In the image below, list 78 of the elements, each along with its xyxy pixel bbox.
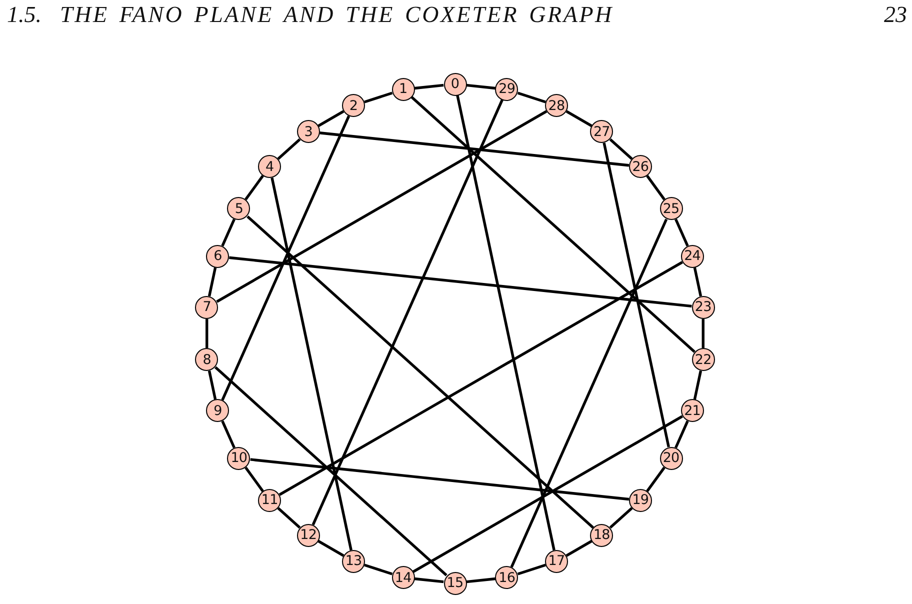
graph-edge — [246, 215, 594, 529]
graph-edge — [466, 577, 496, 584]
graph-vertex: 13 — [342, 550, 366, 573]
graph-edge — [412, 415, 683, 573]
graph-vertex: 4 — [258, 155, 282, 178]
graph-vertex: 15 — [444, 572, 466, 594]
graph-edge — [318, 110, 344, 128]
graph-vertex: 20 — [660, 446, 683, 470]
graph-edge — [318, 540, 344, 557]
graph-edge — [250, 458, 630, 501]
graph-vertex: 9 — [206, 399, 230, 422]
graph-edge — [214, 366, 448, 576]
graph-vertex: 27 — [590, 120, 614, 144]
graph-vertex: 5 — [227, 197, 250, 220]
graph-edge — [364, 564, 393, 576]
graph-edge — [602, 142, 670, 448]
graph-edge — [609, 138, 633, 160]
graph-edge — [320, 132, 630, 167]
graph-vertex: 14 — [392, 566, 415, 590]
graph-vertex: 11 — [258, 488, 282, 512]
graph-edge — [702, 318, 704, 348]
graph-vertex: 8 — [195, 348, 218, 372]
graph-vertex: 3 — [296, 120, 320, 144]
graph-edge — [216, 110, 548, 303]
graph-edge — [510, 218, 668, 568]
graph-vertex: 17 — [544, 550, 568, 573]
graph-edge — [244, 466, 264, 492]
graph-vertex: 2 — [342, 94, 366, 118]
graph-edge — [517, 92, 546, 104]
graph-vertex: 0 — [444, 72, 466, 96]
graph-edge — [312, 99, 504, 526]
graph-edge — [206, 318, 208, 348]
running-head: THE FANO PLANE AND THE COXETER GRAPH — [60, 1, 614, 29]
graph-vertex: 1 — [392, 78, 415, 101]
graph-vertex: 12 — [296, 524, 320, 547]
graph-edge — [410, 96, 696, 353]
graph-edge — [221, 218, 236, 246]
graph-vertex: 26 — [628, 155, 652, 178]
graph-edge — [693, 267, 702, 296]
graph-edge — [414, 84, 444, 90]
graph-edge — [456, 94, 556, 550]
graph-edge — [270, 178, 352, 550]
graph-edge — [229, 256, 692, 308]
graph-edge — [566, 540, 592, 557]
graph-edge — [693, 370, 702, 400]
graph-edge — [674, 420, 689, 448]
graph-edge — [277, 507, 301, 529]
graph-edge — [414, 577, 444, 584]
graph-edge — [517, 564, 546, 576]
graph-vertex: 10 — [227, 446, 250, 470]
graph-vertex: 29 — [495, 78, 518, 101]
graph-edge — [208, 370, 217, 400]
graph-vertex: 6 — [206, 244, 230, 268]
graph-edge — [466, 84, 496, 90]
graph-edge — [364, 92, 393, 104]
graph-vertex: 25 — [660, 197, 683, 220]
graph-edge — [278, 260, 683, 496]
page-number: 23 — [884, 1, 907, 29]
graph-edge — [674, 218, 689, 246]
graph-edge — [221, 420, 236, 448]
graph-vertex: 7 — [195, 296, 218, 319]
graph-vertex: 18 — [590, 524, 614, 547]
graph-vertex: 24 — [680, 244, 704, 268]
graph-edge — [646, 175, 666, 200]
graph-vertex: 21 — [680, 399, 704, 422]
graph-vertex: 19 — [628, 488, 652, 512]
graph-edge — [244, 175, 264, 200]
section-number: 1.5. — [7, 1, 42, 29]
graph-edge — [566, 110, 592, 128]
graph-vertex: 28 — [544, 94, 568, 118]
graph-edge — [277, 138, 301, 160]
graph-edge — [221, 116, 350, 401]
graph-edge — [609, 507, 633, 529]
graph-vertex: 16 — [495, 566, 518, 590]
graph-edge — [646, 466, 666, 492]
graph-edge — [208, 267, 217, 296]
graph-vertex: 23 — [692, 296, 715, 319]
graph-vertex: 22 — [692, 348, 715, 372]
